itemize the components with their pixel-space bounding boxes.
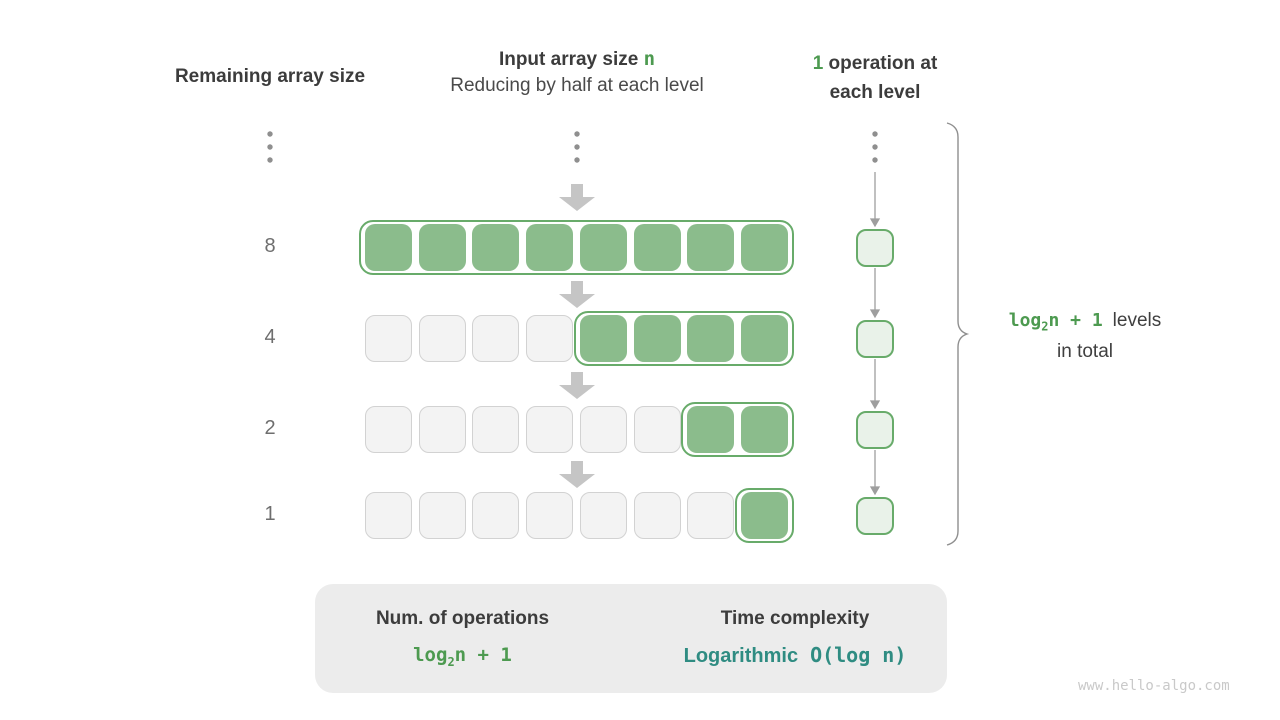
header-reducing-subtitle: Reducing by half at each level: [450, 74, 704, 96]
header-one-operation: 1 operation at each level: [775, 50, 975, 107]
logarithmic-word: Logarithmic: [683, 645, 799, 667]
array-cell-active: [687, 406, 735, 453]
log-subscript: 2: [447, 654, 455, 669]
formula-rest: n + 1: [1048, 310, 1103, 331]
array-cell-empty: [472, 406, 520, 453]
levels-total-label: log2n + 1 levels in total: [975, 306, 1195, 367]
array-cell-empty: [418, 492, 466, 539]
down-arrow-icon: [559, 281, 595, 308]
log-subscript: 2: [1041, 319, 1049, 334]
formula-rest: n + 1: [454, 644, 512, 666]
time-complexity-block: Time complexity Logarithmic O(log n): [655, 608, 935, 668]
log-text: log: [1008, 310, 1042, 331]
in-total-word: in total: [1057, 340, 1113, 362]
array-cell-active: [740, 492, 788, 539]
row-size-label: 4: [264, 326, 276, 348]
header-input-array-size: Input array size n Reducing by half at e…: [402, 45, 752, 97]
array-cell-active: [740, 315, 788, 362]
array-cell-empty: [579, 492, 627, 539]
array-cell-active: [740, 406, 788, 453]
array-cell-active: [579, 224, 627, 271]
row-size-label: 1: [264, 503, 276, 525]
num-operations-block: Num. of operations log2n + 1: [330, 608, 595, 669]
big-o-notation: O(log n): [810, 643, 907, 667]
array-cell-active: [472, 224, 520, 271]
array-cell-empty: [365, 315, 412, 362]
operation-flow-arrows: [869, 172, 881, 496]
array-cell-active: [418, 224, 466, 271]
down-arrow-icons: [559, 184, 595, 488]
array-cell-active: [365, 224, 412, 271]
array-cell-empty: [579, 406, 627, 453]
operation-box: [856, 228, 894, 267]
array-cell-empty: [418, 315, 466, 362]
ellipsis-middle-column: [574, 131, 580, 163]
operation-box: [856, 410, 894, 449]
array-cell-active: [579, 315, 627, 362]
array-cell-empty: [365, 406, 412, 453]
operation-box: [856, 319, 894, 358]
levels-brace: [946, 122, 970, 546]
header-each-level: each level: [829, 81, 921, 103]
time-complexity-title: Time complexity: [720, 608, 870, 629]
array-cell-empty: [526, 492, 574, 539]
down-arrow-icon: [559, 461, 595, 488]
ellipsis-right-column: [872, 131, 878, 163]
array-cell-active: [687, 315, 735, 362]
header-one-number: 1: [812, 53, 824, 74]
row-size-label: 2: [264, 417, 276, 439]
array-cell-empty: [633, 492, 681, 539]
header-n-variable: n: [643, 48, 656, 70]
down-arrow-icon: [559, 184, 595, 211]
array-cell-active: [633, 315, 681, 362]
array-cell-empty: [418, 406, 466, 453]
header-operation-at: operation at: [823, 53, 938, 74]
array-cell-active: [740, 224, 788, 271]
array-cell-empty: [526, 406, 574, 453]
ellipsis-left-column: [267, 131, 273, 163]
operation-box: [856, 496, 894, 535]
levels-word: levels: [1112, 310, 1162, 331]
array-cell-empty: [472, 492, 520, 539]
array-cell-empty: [633, 406, 681, 453]
array-cell-empty: [472, 315, 520, 362]
watermark: www.hello-algo.com: [1078, 678, 1230, 694]
array-cell-active: [526, 224, 574, 271]
header-remaining-array-size: Remaining array size: [174, 66, 366, 87]
down-arrow-icon: [559, 372, 595, 399]
num-operations-title: Num. of operations: [375, 608, 550, 629]
array-cell-empty: [365, 492, 412, 539]
log-text: log: [413, 644, 448, 666]
array-cell-active: [633, 224, 681, 271]
header-input-array-size-label: Input array size: [498, 49, 644, 70]
array-cell-active: [687, 224, 735, 271]
summary-panel: Num. of operations log2n + 1 Time comple…: [315, 584, 947, 693]
array-cell-empty: [687, 492, 735, 539]
row-size-label: 8: [264, 235, 276, 257]
array-cell-empty: [526, 315, 574, 362]
